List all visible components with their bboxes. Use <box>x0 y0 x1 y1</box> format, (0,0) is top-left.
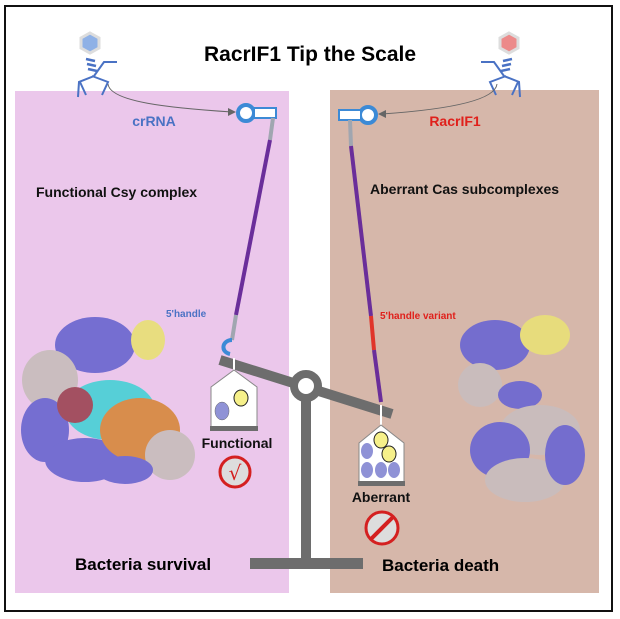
check-symbol: √ <box>229 461 242 485</box>
arrow-right <box>381 83 498 115</box>
racrif1-hairpin-icon <box>338 105 383 403</box>
functional-weight-box <box>210 358 258 431</box>
prohibited-icon <box>364 510 400 546</box>
aberrant-complex-label: Aberrant Cas subcomplexes <box>370 181 559 197</box>
aberrant-label: Aberrant <box>352 489 411 505</box>
handle-variant-label: 5'handle variant <box>380 311 456 322</box>
phage-red-icon <box>481 31 521 98</box>
arrow-left-head <box>228 108 236 116</box>
csy-complex-structure <box>21 317 195 484</box>
check-icon: √ <box>218 455 252 489</box>
crrna-hairpin-icon <box>221 103 277 356</box>
crrna-label: crRNA <box>132 113 176 129</box>
aberrant-weight-box <box>358 405 405 486</box>
functional-label: Functional <box>202 435 273 451</box>
racrif1-label: RacrIF1 <box>429 113 481 129</box>
handle-label: 5'handle <box>166 309 207 320</box>
bacteria-survival-label: Bacteria survival <box>75 555 211 574</box>
bacteria-death-label: Bacteria death <box>382 556 499 575</box>
balance-scale <box>218 355 394 569</box>
arrow-left <box>107 83 233 113</box>
title: RacrIF1 Tip the Scale <box>204 43 416 66</box>
aberrant-complex-structure <box>458 315 585 502</box>
functional-complex-label: Functional Csy complex <box>36 184 197 200</box>
arrow-right-head <box>378 110 386 118</box>
phage-blue-icon <box>77 31 117 98</box>
